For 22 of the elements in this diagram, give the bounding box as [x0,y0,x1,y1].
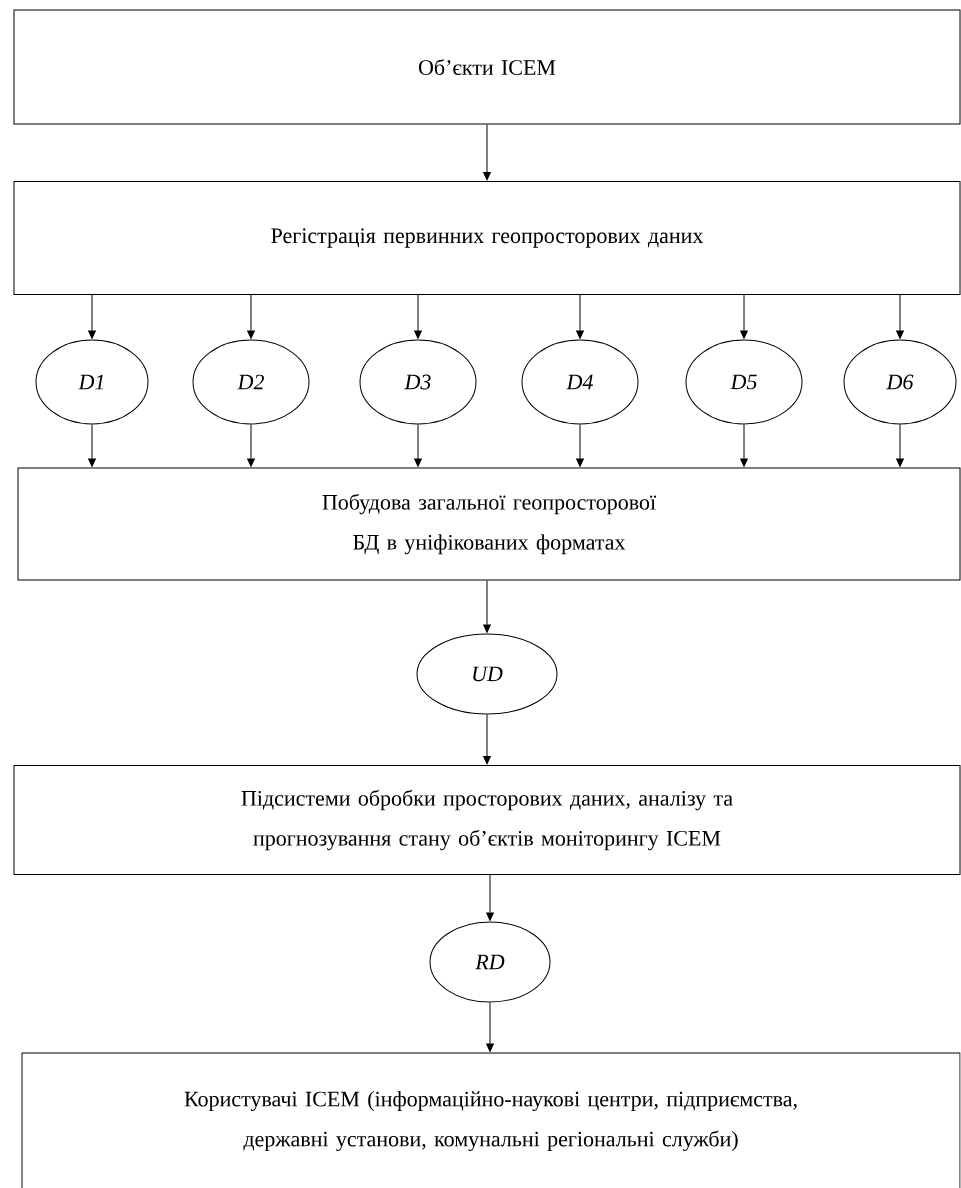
arrow [88,294,96,339]
arrow [414,294,422,339]
process-box: Користувачі ICEM (інформаційно-наукові центри, підприємства, державні установи, комунальні регіональні служби) [21,1052,961,1188]
arrow [486,1002,494,1052]
arrow [88,424,96,467]
arrow [247,294,255,339]
process-box: Об’єкти ICEM [13,9,961,125]
process-box: Підсистеми обробки просторових даних, аналізу та прогнозування стану об’єктів моніторингу ICEM [13,765,961,875]
arrow [414,424,422,467]
arrow [740,294,748,339]
arrow [486,874,494,921]
arrow [896,294,904,339]
process-box: Побудова загальної геопросторової БД в уніфікованих форматах [17,467,961,581]
arrow [576,424,584,467]
arrow [576,294,584,339]
process-box: Регістрація первинних геопросторових даних [13,181,961,295]
arrow [483,580,491,633]
arrow [483,714,491,765]
arrow [740,424,748,467]
arrow [896,424,904,467]
arrow [483,124,491,181]
arrow [247,424,255,467]
